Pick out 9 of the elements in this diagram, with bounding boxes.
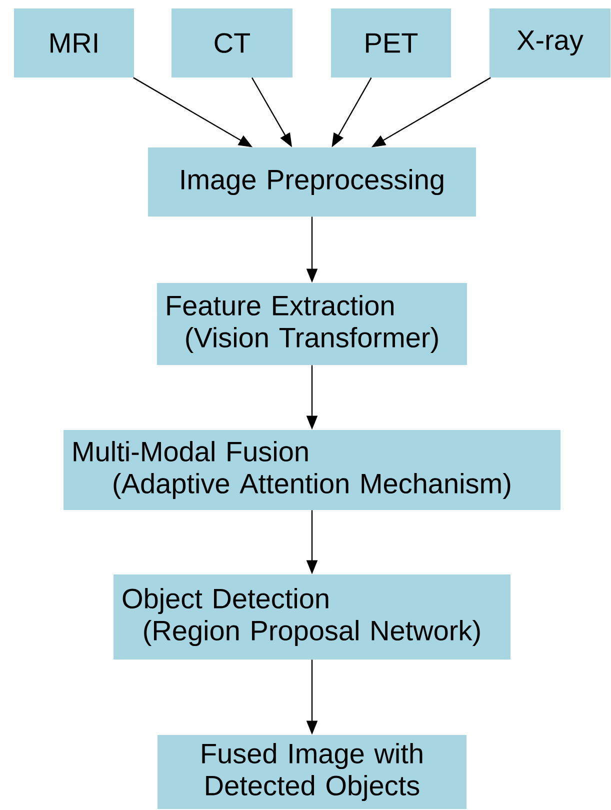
modality-box: X-ray: [490, 8, 610, 78]
output-box: Fused Image with Detected Objects: [158, 735, 466, 809]
process-box: Image Preprocessing: [148, 148, 476, 216]
process-box: Multi-Modal Fusion (Adaptive Attention Mechanism): [64, 430, 560, 510]
modality-box: MRI: [14, 8, 134, 78]
process-box: Feature Extraction (Vision Transformer): [157, 283, 467, 365]
process-box: Object Detection (Region Proposal Network): [114, 574, 510, 660]
modality-box: PET: [331, 8, 451, 78]
modality-box: CT: [172, 8, 292, 78]
